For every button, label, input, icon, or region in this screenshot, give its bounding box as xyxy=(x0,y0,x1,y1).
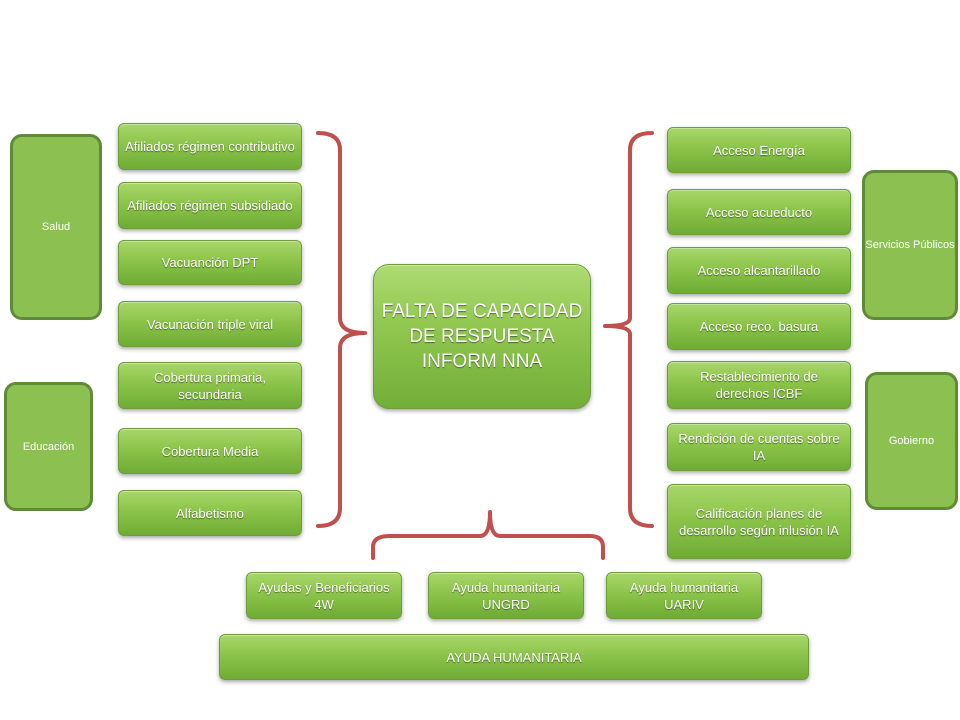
left-item: Cobertura Media xyxy=(118,428,302,474)
right-item: Acceso alcantarillado xyxy=(667,247,851,294)
item-label: Rendición de cuentas sobre IA xyxy=(678,431,840,463)
item-label: Acceso alcantarillado xyxy=(697,263,821,278)
item-label: Vacuanción DPT xyxy=(161,255,259,270)
right-item: Acceso Energía xyxy=(667,127,851,173)
left-item: Afiliados régimen subsidiado xyxy=(118,182,302,229)
central-problem-box: FALTA DE CAPACIDAD DE RESPUESTA INFORM N… xyxy=(373,264,591,409)
item-label: Cobertura Media xyxy=(161,443,259,459)
category-servicios-publicos: Servicios Públicos xyxy=(862,170,958,320)
left-item: Cobertura primaria, secundaria xyxy=(118,362,302,409)
bottom-item: Ayuda humanitaria UNGRD xyxy=(428,572,584,619)
category-salud: Salud xyxy=(10,134,102,320)
item-label: Cobertura primaria, secundaria xyxy=(154,369,266,402)
item-label: Acceso reco. basura xyxy=(699,319,819,334)
item-label: Acceso Energía xyxy=(713,142,805,158)
left-item: Vacunación triple viral xyxy=(118,301,302,347)
item-label: Alfabetismo xyxy=(176,505,244,521)
item-label: Ayuda humanitaria UNGRD xyxy=(451,579,561,612)
left-item: Afiliados régimen contributivo xyxy=(118,123,302,170)
item-label: Acceso acueducto xyxy=(705,204,813,220)
right-item: Calificación planes de desarrollo según … xyxy=(667,484,851,559)
category-label: Servicios Públicos xyxy=(865,239,955,251)
item-label: Ayudas y Beneficiarios 4W xyxy=(258,579,390,612)
right-item: Rendición de cuentas sobre IA xyxy=(667,423,851,471)
right-item: Acceso acueducto xyxy=(667,189,851,235)
left-bracket xyxy=(316,131,367,528)
item-label: Ayuda humanitaria UARIV xyxy=(629,579,739,612)
left-item: Alfabetismo xyxy=(118,490,302,536)
bottom-item: Ayudas y Beneficiarios 4W xyxy=(246,572,402,619)
category-label: Gobierno xyxy=(888,435,935,447)
item-label: Afiliados régimen contributivo xyxy=(125,139,295,154)
item-label: Vacunación triple viral xyxy=(146,316,274,332)
footer-bar: AYUDA HUMANITARIA xyxy=(219,634,809,680)
footer-label: AYUDA HUMANITARIA xyxy=(446,649,582,665)
category-gobierno: Gobierno xyxy=(865,372,958,510)
category-label: Educación xyxy=(22,440,75,453)
category-label: Salud xyxy=(41,221,71,233)
left-item: Vacuanción DPT xyxy=(118,240,302,285)
item-label: Calificación planes de desarrollo según … xyxy=(679,505,839,538)
bottom-item: Ayuda humanitaria UARIV xyxy=(606,572,762,619)
bottom-bracket xyxy=(371,510,605,560)
item-label: Afiliados régimen subsidiado xyxy=(127,198,293,213)
central-problem-label: FALTA DE CAPACIDAD DE RESPUESTA INFORM N… xyxy=(381,301,583,372)
category-educacion: Educación xyxy=(4,382,93,511)
item-label: Restablecimiento de derechos ICBF xyxy=(700,369,818,401)
right-item: Restablecimiento de derechos ICBF xyxy=(667,361,851,409)
right-bracket xyxy=(603,131,654,528)
right-item: Acceso reco. basura xyxy=(667,303,851,350)
